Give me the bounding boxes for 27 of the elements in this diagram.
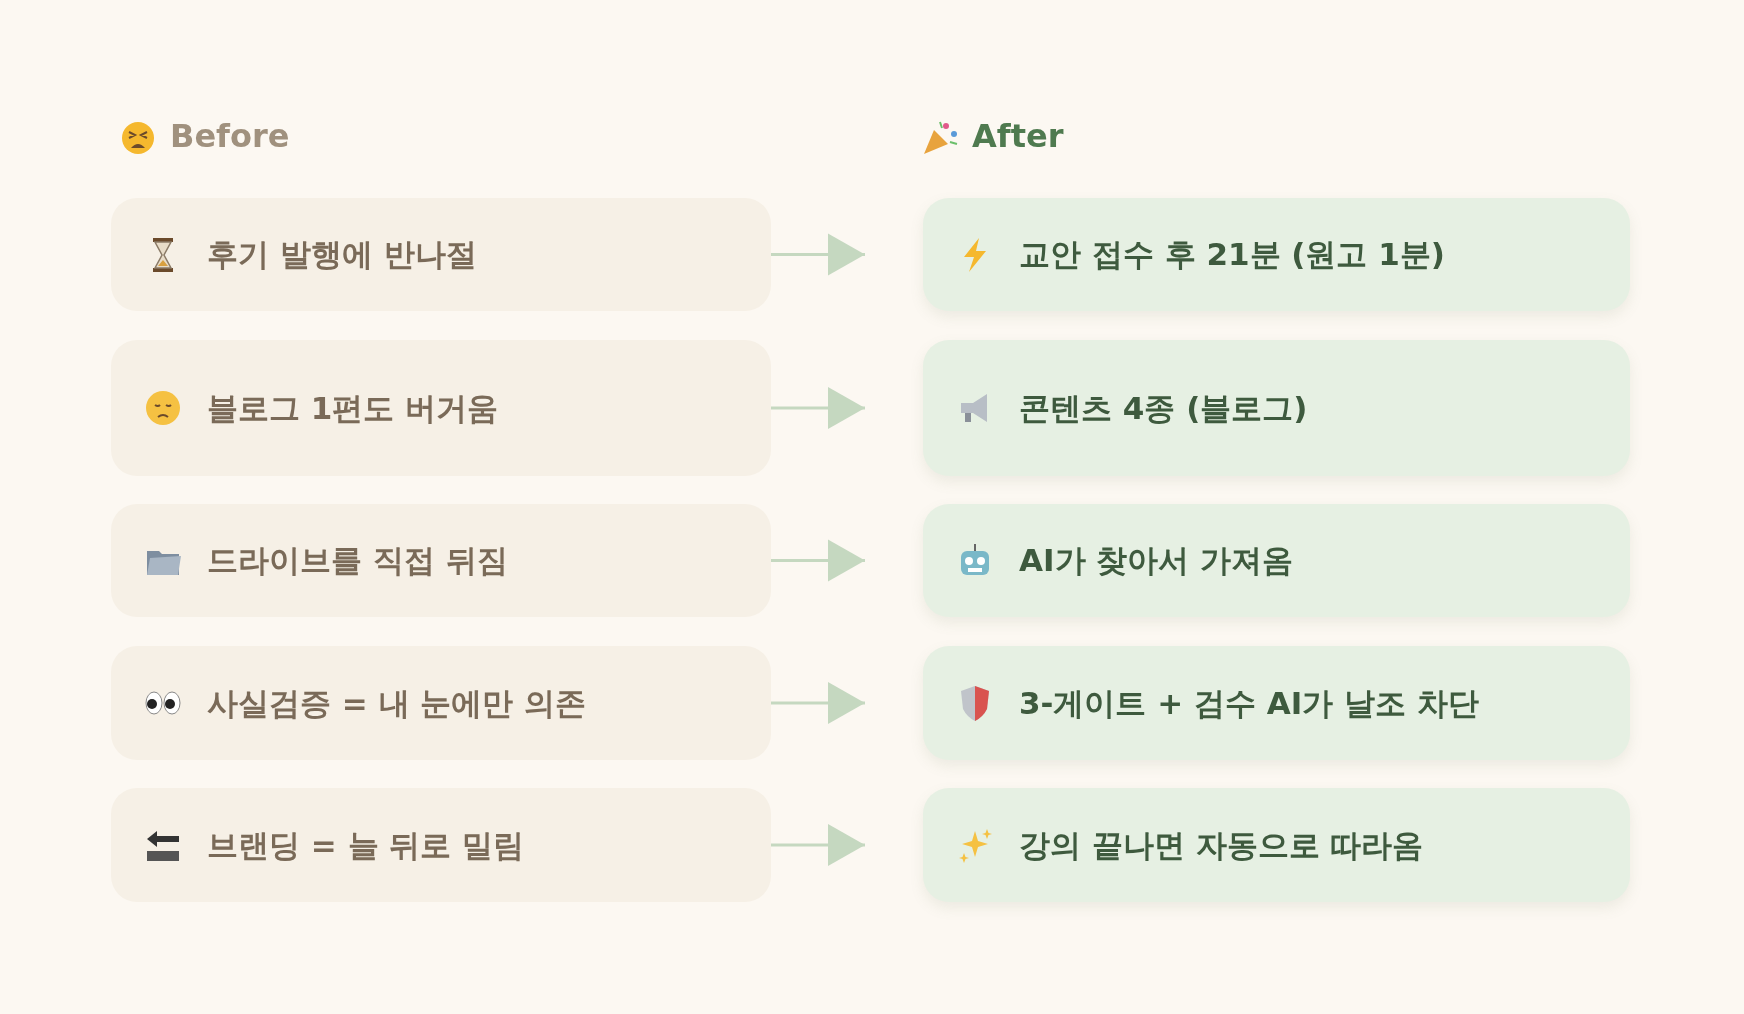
arrow bbox=[771, 824, 865, 866]
item-text: 브랜딩 = 늘 뒤로 밀림 bbox=[207, 825, 525, 865]
item-card bbox=[923, 340, 1630, 476]
item-card bbox=[923, 788, 1630, 902]
item-card bbox=[923, 504, 1630, 617]
arrow bbox=[771, 682, 865, 724]
item-card bbox=[111, 788, 771, 902]
item-text: 사실검증 = 내 눈에만 의존 bbox=[207, 683, 587, 723]
item-card bbox=[111, 340, 771, 476]
arrow bbox=[771, 387, 865, 429]
item-text: 3-게이트 + 검수 AI가 날조 차단 bbox=[1019, 683, 1479, 723]
item-text: AI가 찾아서 가져옴 bbox=[1019, 541, 1294, 581]
item-card bbox=[923, 198, 1630, 311]
column-heading: Before bbox=[170, 117, 290, 155]
column-heading: After bbox=[972, 117, 1064, 155]
item-text: 강의 끝나면 자동으로 따라옴 bbox=[1019, 825, 1424, 865]
item-card bbox=[111, 646, 771, 760]
item-text: 후기 발행에 반나절 bbox=[207, 235, 477, 275]
arrow bbox=[771, 233, 865, 276]
item-text: 드라이브를 직접 뒤짐 bbox=[207, 541, 508, 581]
arrow bbox=[771, 539, 865, 582]
item-text: 콘텐츠 4종 (블로그) bbox=[1019, 388, 1308, 428]
item-text: 교안 접수 후 21분 (원고 1분) bbox=[1019, 235, 1445, 275]
item-card bbox=[111, 198, 771, 311]
item-card bbox=[111, 504, 771, 617]
item-card bbox=[923, 646, 1630, 760]
item-text: 블로그 1편도 버거움 bbox=[207, 388, 499, 428]
